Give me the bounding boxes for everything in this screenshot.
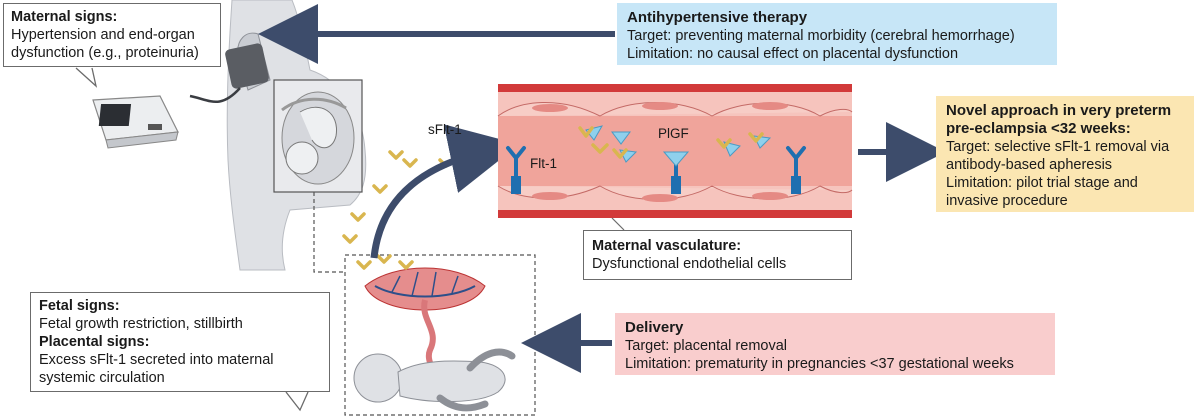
antihypertensive-limitation: Limitation: no causal effect on placenta… — [627, 46, 959, 62]
blood-pressure-monitor-icon — [92, 95, 179, 149]
maternal-signs-line2: dysfunction (e.g., proteinuria) — [11, 45, 199, 61]
novel-title-line2: pre-eclampsia <32 weeks: — [946, 120, 1131, 137]
sflt1-label: sFlt-1 — [428, 122, 462, 137]
maternal-signs-line1: Hypertension and end-organ — [11, 27, 195, 43]
fetal-callout-tail — [285, 391, 309, 412]
placental-signs-line1: Excess sFlt-1 secreted into maternal — [39, 352, 274, 368]
vasculature-title: Maternal vasculature: — [592, 238, 742, 254]
delivery-title: Delivery — [625, 319, 684, 336]
delivery-limitation: Limitation: prematurity in pregnancies <… — [625, 356, 1014, 372]
novel-title-line1: Novel approach in very preterm — [946, 102, 1172, 119]
dashed-connector — [313, 192, 345, 273]
sflt1-secretion-arrow — [370, 124, 520, 259]
novel-approach-box: Novel approach in very preterm pre-eclam… — [936, 96, 1194, 212]
plgf-label: PlGF — [658, 126, 689, 141]
fetal-signs-title: Fetal signs: — [39, 298, 120, 314]
fetus-in-uterus-icon — [281, 91, 355, 185]
fetal-signs-line1: Fetal growth restriction, stillbirth — [39, 316, 243, 332]
vasculature-line1: Dysfunctional endothelial cells — [592, 256, 787, 272]
fetal-placental-callout: Fetal signs: Fetal growth restriction, s… — [30, 292, 330, 392]
novel-line3: Limitation: pilot trial stage and — [946, 175, 1138, 191]
blood-pressure-cuff-icon — [189, 43, 269, 103]
novel-line1: Target: selective sFlt-1 removal via — [946, 139, 1170, 155]
antihypertensive-box: Antihypertensive therapy Target: prevent… — [617, 3, 1057, 65]
flt1-label: Flt-1 — [530, 156, 557, 171]
novel-line4: invasive procedure — [946, 193, 1068, 209]
blood-vessel — [497, 84, 853, 218]
placental-signs-title: Placental signs: — [39, 334, 150, 350]
antihypertensive-title: Antihypertensive therapy — [627, 9, 808, 26]
vasculature-callout: Maternal vasculature: Dysfunctional endo… — [583, 230, 852, 280]
antihypertensive-target: Target: preventing maternal morbidity (c… — [627, 28, 1015, 44]
placental-signs-line2: systemic circulation — [39, 370, 165, 386]
maternal-callout-tail — [75, 67, 98, 88]
delivery-box: Delivery Target: placental removal Limit… — [615, 313, 1055, 375]
infant-icon — [353, 348, 516, 412]
sflt1-bound-in-vessel — [578, 126, 764, 159]
delivery-target: Target: placental removal — [625, 338, 787, 354]
novel-line2: antibody-based apheresis — [946, 157, 1113, 173]
maternal-signs-title: Maternal signs: — [11, 9, 118, 25]
maternal-signs-callout: Maternal signs: Hypertension and end-org… — [3, 3, 221, 67]
vasculature-pointer — [611, 217, 625, 231]
